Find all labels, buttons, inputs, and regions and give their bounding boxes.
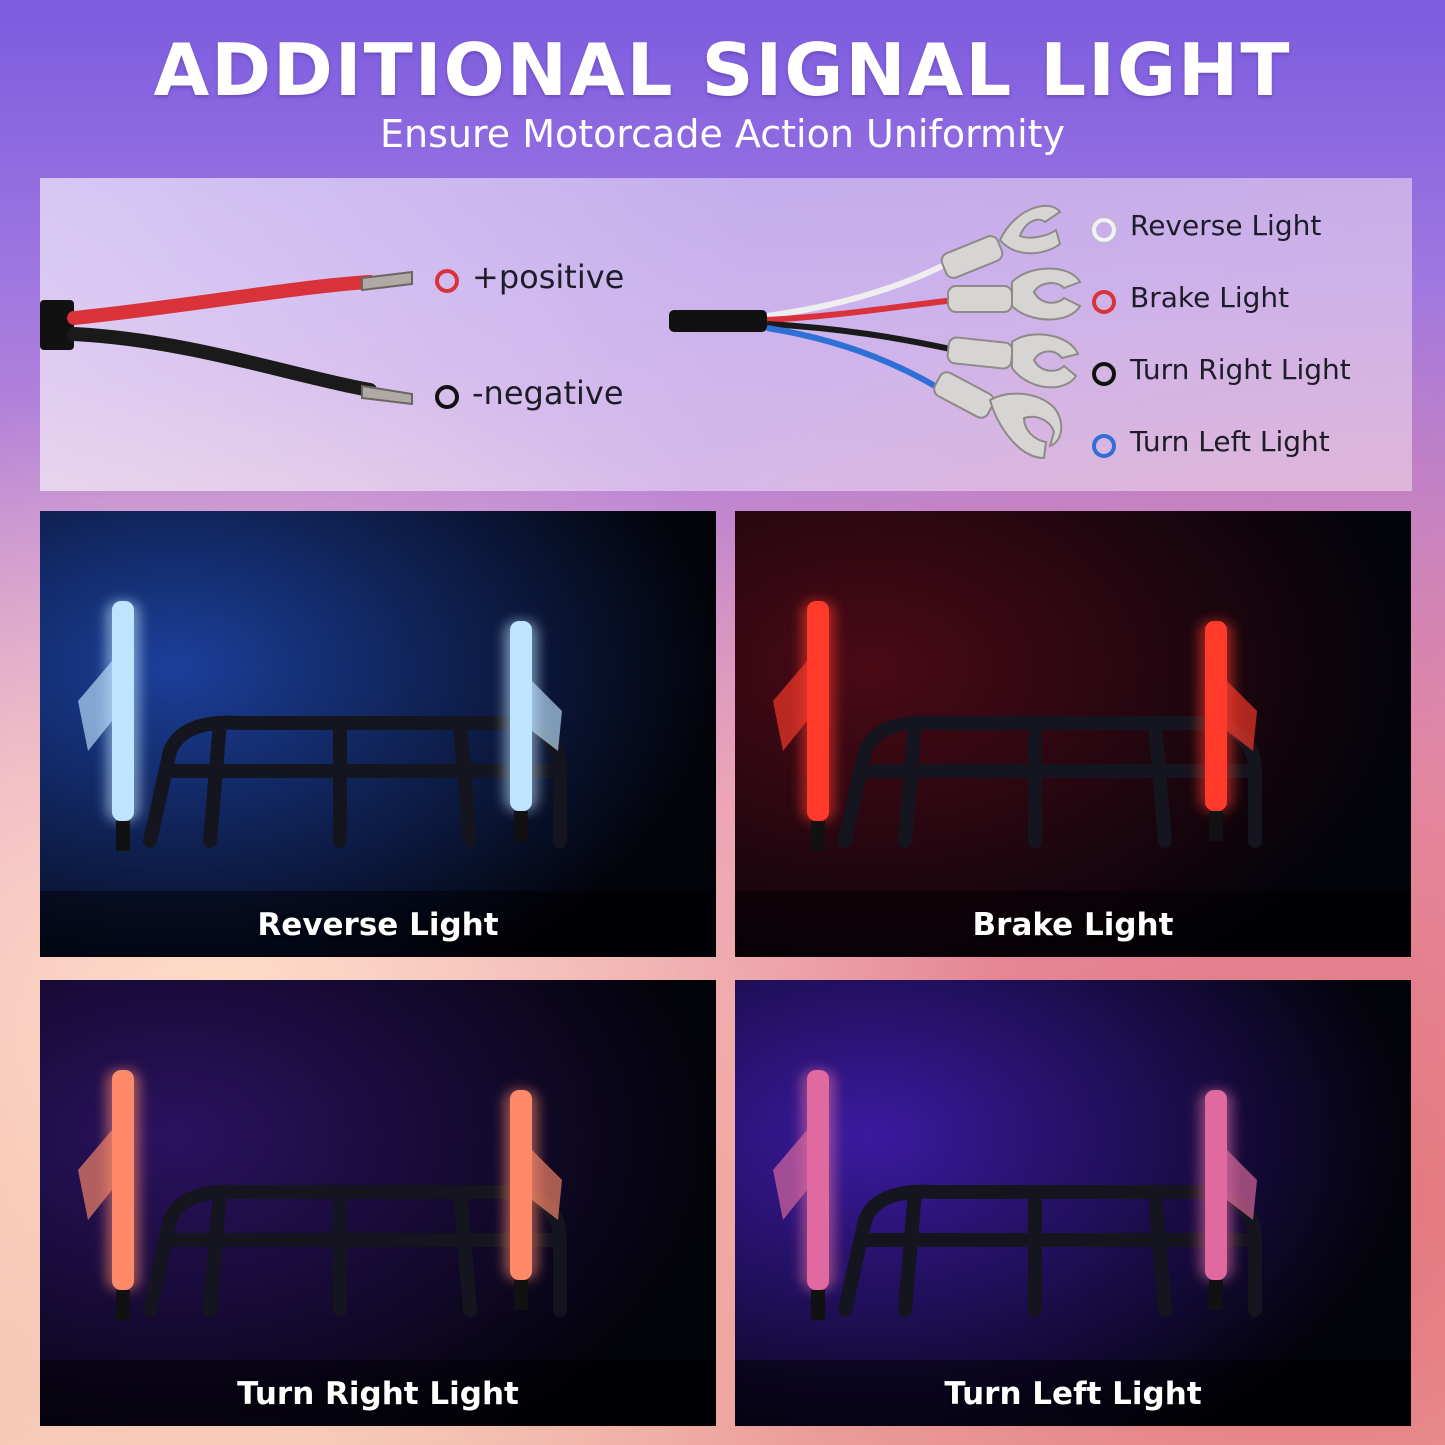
photo-brake-light: Brake Light <box>735 511 1411 957</box>
signal-cable-sleeve <box>669 310 767 332</box>
flag <box>532 1150 562 1220</box>
left-whip-light <box>112 601 134 821</box>
scene-background <box>40 511 716 957</box>
ground-shadow <box>735 1360 1411 1426</box>
whip-light-base <box>1209 811 1223 841</box>
ground-shadow <box>735 891 1411 957</box>
brake-terminal <box>947 267 1082 321</box>
flag <box>773 661 807 751</box>
whip-light-base <box>811 1290 825 1320</box>
turn-left-wire <box>766 325 947 395</box>
photo-caption: Turn Left Light <box>944 1376 1202 1412</box>
flag <box>773 1130 807 1220</box>
page-subtitle: Ensure Motorcade Action Uniformity <box>379 112 1066 156</box>
left-whip-light <box>807 1070 829 1290</box>
turn-right-terminal <box>946 333 1080 389</box>
turn-right-wire <box>766 321 956 353</box>
photo-turn-right-light: Turn Right Light <box>40 980 716 1426</box>
power-cable-sleeve <box>40 300 74 350</box>
left-whip-light <box>807 601 829 821</box>
roll-cage <box>838 1184 1262 1317</box>
flag <box>78 1130 112 1220</box>
photo-turn-left-light: Turn Left Light <box>735 980 1411 1426</box>
whip-light-base <box>811 821 825 851</box>
whip-light-base <box>514 1280 528 1310</box>
ground-shadow <box>40 891 716 957</box>
whip-light-base <box>116 1290 130 1320</box>
turn-left-terminal <box>933 371 1063 460</box>
positive-indicator-icon <box>435 269 459 293</box>
turn-left-light-scene <box>735 980 1411 1426</box>
reverse-light-scene <box>40 511 716 957</box>
left-whip-light <box>112 1070 134 1290</box>
ground-shadow <box>40 1360 716 1426</box>
flag <box>532 681 562 751</box>
page-title: ADDITIONAL SIGNAL LIGHT <box>153 28 1292 112</box>
roll-cage <box>143 715 567 848</box>
right-whip-light <box>1205 621 1227 811</box>
wiring-diagram-panel: +positive -negative Reverse Light Brake … <box>40 178 1412 491</box>
brake-indicator-icon <box>1092 290 1116 314</box>
turn-right-indicator-icon <box>1092 362 1116 386</box>
right-whip-light <box>510 1090 532 1280</box>
negative-wire <box>67 327 377 397</box>
positive-wire-tip <box>361 270 413 292</box>
brake-light-scene <box>735 511 1411 957</box>
reverse-terminal <box>940 204 1062 279</box>
reverse-wire <box>766 259 952 319</box>
photo-caption: Turn Right Light <box>237 1376 519 1412</box>
negative-indicator-icon <box>435 385 459 409</box>
reverse-light-label: Reverse Light <box>1130 209 1322 242</box>
brake-wire <box>766 297 956 323</box>
scene-background <box>40 980 716 1426</box>
roll-cage <box>838 715 1262 848</box>
right-whip-light <box>1205 1090 1227 1280</box>
flag <box>1227 681 1257 751</box>
turn-left-light-label: Turn Left Light <box>1130 425 1330 458</box>
brake-light-label: Brake Light <box>1130 281 1290 314</box>
roll-cage <box>143 1184 567 1317</box>
turn-right-light-scene <box>40 980 716 1426</box>
whip-light-base <box>514 811 528 841</box>
flag <box>1227 1150 1257 1220</box>
photo-reverse-light: Reverse Light <box>40 511 716 957</box>
turn-left-indicator-icon <box>1092 434 1116 458</box>
flag <box>78 661 112 751</box>
turn-right-light-label: Turn Right Light <box>1130 353 1351 386</box>
positive-label: +positive <box>472 258 625 296</box>
wiring-illustration <box>40 204 1082 460</box>
positive-wire <box>67 275 377 325</box>
right-whip-light <box>510 621 532 811</box>
negative-label: -negative <box>472 374 624 412</box>
photo-caption: Reverse Light <box>257 907 499 943</box>
negative-wire-tip <box>361 384 413 406</box>
scene-background <box>735 511 1411 957</box>
photo-caption: Brake Light <box>972 907 1174 943</box>
scene-background <box>735 980 1411 1426</box>
whip-light-base <box>116 821 130 851</box>
reverse-indicator-icon <box>1092 218 1116 242</box>
whip-light-base <box>1209 1280 1223 1310</box>
